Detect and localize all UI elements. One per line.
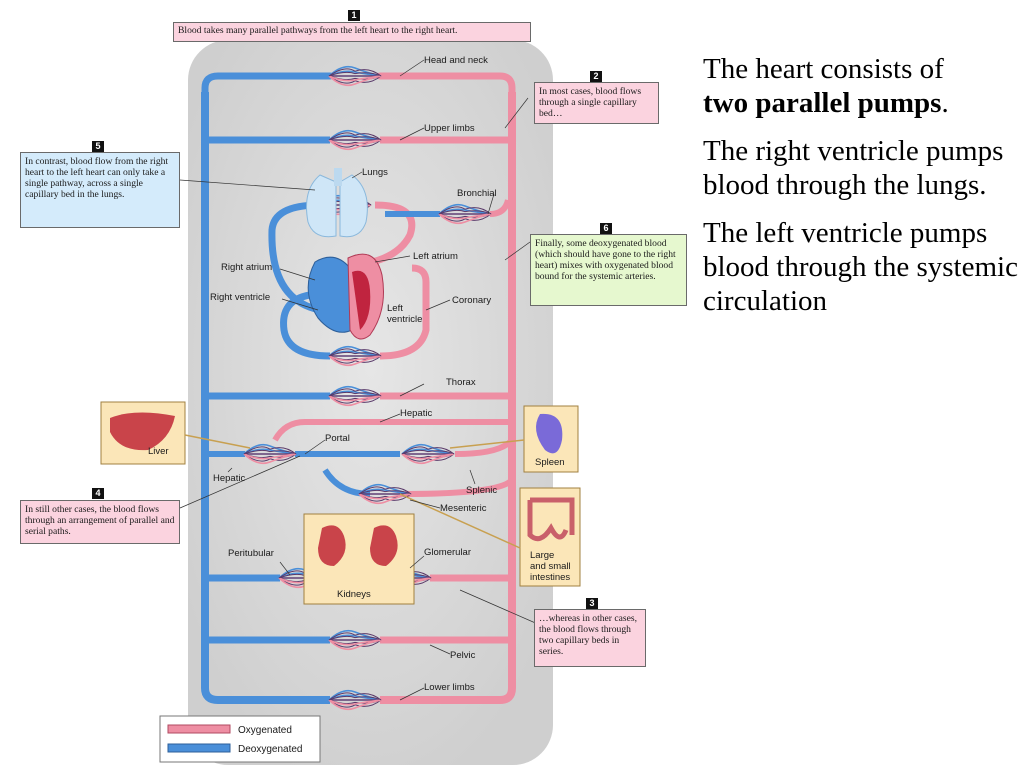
label-right-ventricle: Right ventricle <box>210 292 270 303</box>
label-pelvic: Pelvic <box>450 650 476 661</box>
label-intestines-3: intestines <box>530 572 570 583</box>
slide-paragraph-3: The left ventricle pumps blood through t… <box>703 217 1018 317</box>
head-neck-loop <box>201 72 516 104</box>
callout-2-number: 2 <box>590 71 602 82</box>
legend-swatch-oxygenated <box>167 724 231 734</box>
callout-3: …whereas in other cases, the blood flows… <box>534 609 646 667</box>
circulation-diagram: Head and neck Upper limbs Lungs Bronchia… <box>100 40 581 765</box>
capillary-bed <box>328 689 382 711</box>
label-portal: Portal <box>325 433 350 444</box>
callout-6-number: 6 <box>600 223 612 234</box>
label-left-ventricle-1: Left <box>387 303 403 314</box>
lungs-illustration <box>306 168 368 238</box>
capillary-bed <box>328 129 382 151</box>
label-left-atrium: Left atrium <box>413 251 458 262</box>
liver-panel <box>100 401 251 465</box>
diagram-background <box>188 40 553 765</box>
callout-4: In still other cases, the blood flows th… <box>20 500 180 544</box>
capillary-bed <box>328 345 382 367</box>
label-splenic: Splenic <box>466 485 497 496</box>
label-right-atrium: Right atrium <box>221 262 272 273</box>
label-head-neck: Head and neck <box>424 55 488 66</box>
label-lower-limbs: Lower limbs <box>424 682 475 693</box>
kidneys-panel <box>303 513 415 605</box>
label-kidneys: Kidneys <box>337 589 371 600</box>
label-bronchial: Bronchial <box>457 188 497 199</box>
label-left-ventricle-2: ventricle <box>387 314 422 325</box>
capillary-bed <box>401 443 455 465</box>
leader-lines <box>179 59 541 701</box>
callout-2: In most cases, blood flows through a sin… <box>534 82 659 124</box>
label-intestines-1: Large <box>530 550 554 561</box>
label-hepatic-left: Hepatic <box>213 473 245 484</box>
label-coronary: Coronary <box>452 295 491 306</box>
callout-5: In contrast, blood flow from the right h… <box>20 152 180 228</box>
vena-cava-trunk <box>201 92 330 704</box>
heart-illustration <box>307 253 384 340</box>
label-liver: Liver <box>148 446 169 457</box>
label-peritubular: Peritubular <box>228 548 274 559</box>
legend-swatch-deoxygenated <box>167 743 231 753</box>
hepatic-artery <box>272 419 512 442</box>
label-upper-limbs: Upper limbs <box>424 123 475 134</box>
capillary-bed <box>328 629 382 651</box>
callout-5-number: 5 <box>92 141 104 152</box>
slide-p1-period: . <box>941 87 949 119</box>
label-spleen: Spleen <box>535 457 565 468</box>
callout-6: Finally, some deoxygenated blood (which … <box>530 234 687 306</box>
spleen-panel <box>449 405 579 473</box>
coronary-loop <box>280 264 430 360</box>
callout-1-number: 1 <box>348 10 360 21</box>
legend-oxygenated: Oxygenated <box>238 725 292 736</box>
intestines-panel <box>399 487 581 587</box>
label-lungs: Lungs <box>362 167 388 178</box>
slide-p1-bold: two parallel pumps <box>703 87 942 119</box>
label-mesenteric: Mesenteric <box>440 503 487 514</box>
callout-4-number: 4 <box>92 488 104 499</box>
label-glomerular: Glomerular <box>424 547 471 558</box>
legend: Oxygenated Deoxygenated <box>159 715 321 763</box>
callout-1: Blood takes many parallel pathways from … <box>173 22 531 42</box>
capillary-bed <box>328 65 382 87</box>
capillary-bed <box>438 203 492 225</box>
capillary-bed <box>243 443 297 465</box>
legend-deoxygenated: Deoxygenated <box>238 744 303 755</box>
callout-3-number: 3 <box>586 598 598 609</box>
label-hepatic-top: Hepatic <box>400 408 432 419</box>
slide-p1-text: The heart consists of <box>703 53 944 85</box>
capillary-bed <box>328 385 382 407</box>
slide-paragraph-2: The right ventricle pumps blood through … <box>703 135 1004 201</box>
label-thorax: Thorax <box>446 377 476 388</box>
label-intestines-2: and small <box>530 561 571 572</box>
bronchial-artery <box>489 199 511 217</box>
aorta-trunk <box>380 92 516 704</box>
